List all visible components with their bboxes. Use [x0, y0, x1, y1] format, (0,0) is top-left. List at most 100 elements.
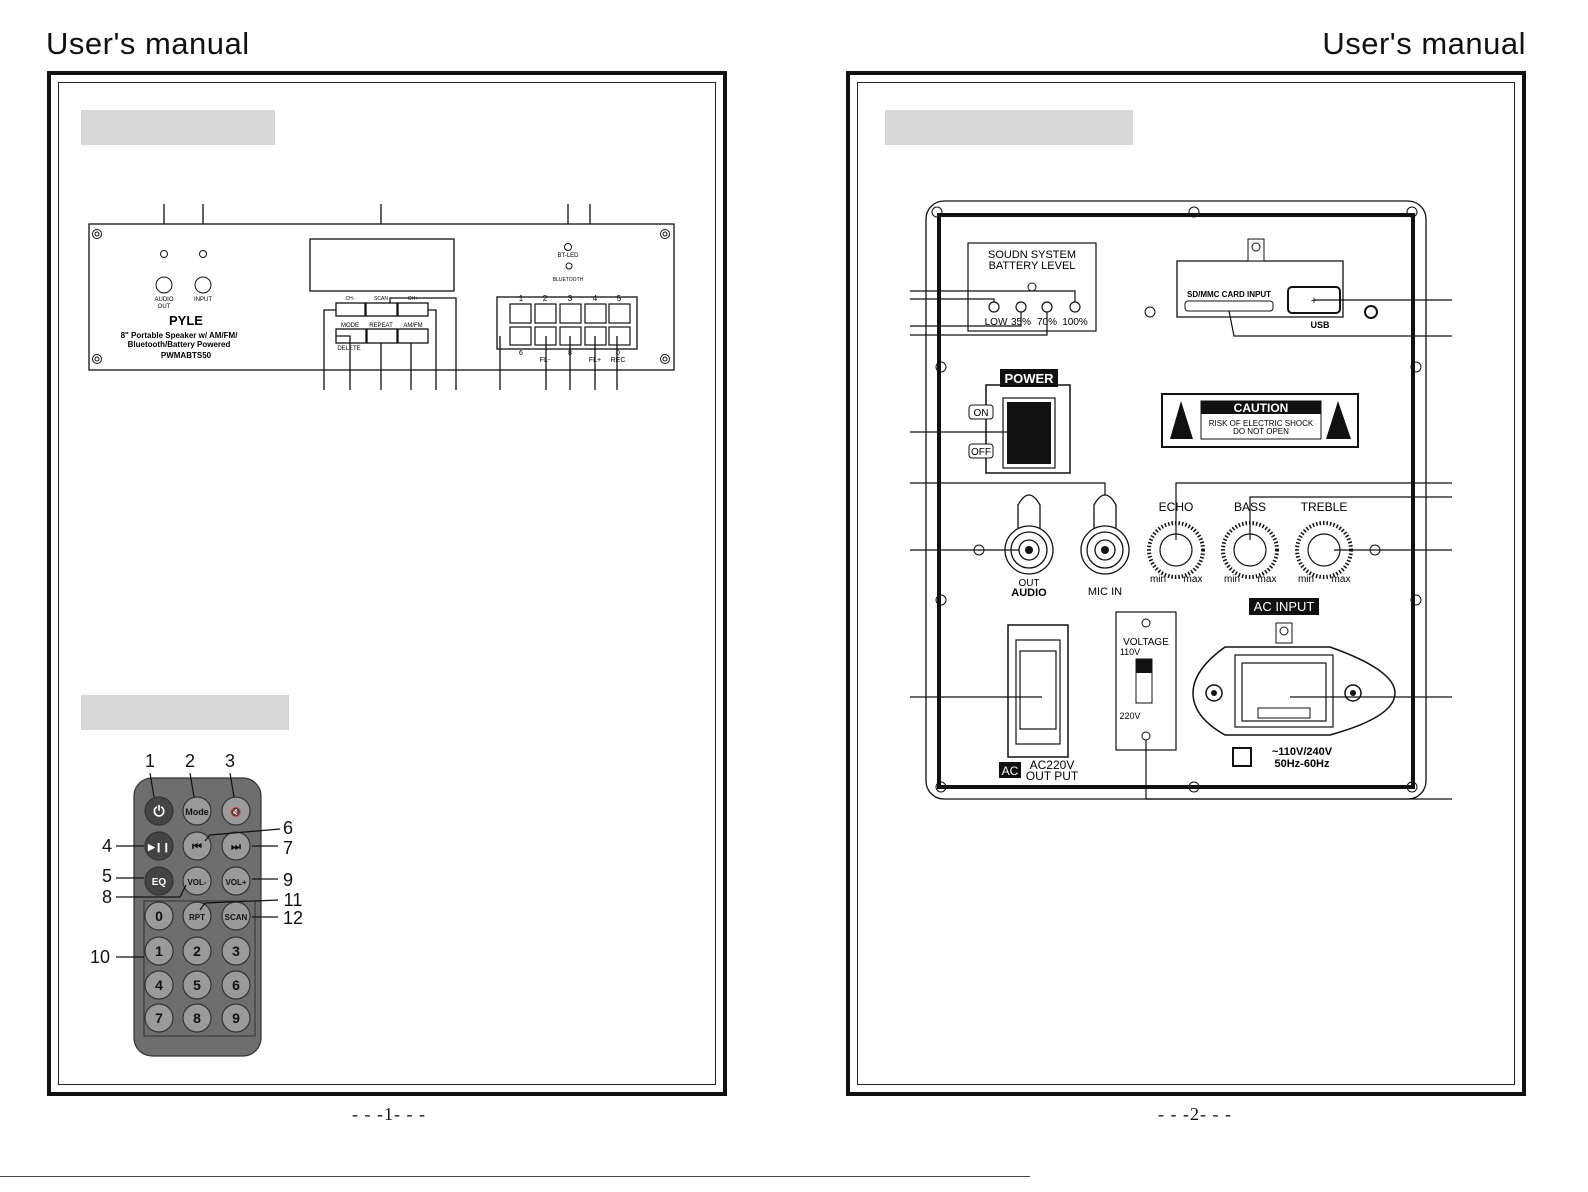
- right-page-header: User's manual: [1322, 26, 1526, 61]
- echo-min: min: [1150, 574, 1166, 585]
- remote-power-glyph: ⏻: [153, 803, 164, 819]
- bottom-edge-line: [0, 1176, 1030, 1177]
- left-page-inner-frame: [58, 82, 716, 1085]
- left-page-header: User's manual: [46, 26, 250, 61]
- right-page-inner-frame: [857, 82, 1515, 1085]
- key-label-8: 8: [568, 350, 572, 357]
- remote-callout-10: 10: [90, 947, 110, 967]
- remote-callout-3: 3: [225, 751, 235, 771]
- model-number: PWMABTS50: [161, 351, 212, 360]
- remote-callout-8: 8: [102, 887, 112, 907]
- battery-title-1: SOUDN SYSTEM: [988, 249, 1076, 261]
- front-panel-diagram: AUDIO OUT INPUT PYLE 8" Portable Speaker…: [88, 204, 675, 390]
- audio-out-label-2: OUT: [158, 304, 171, 310]
- audio-label: AUDIO: [1011, 587, 1047, 599]
- key-num-4: 4: [593, 294, 598, 303]
- key-label-fl-plus: FL+: [589, 357, 601, 364]
- remote-prev-glyph: ⏮: [192, 841, 202, 853]
- remote-digit-6: 6: [232, 977, 240, 993]
- product-line-2: Bluetooth/Battery Powered: [128, 340, 231, 349]
- remote-callout-1: 1: [145, 751, 155, 771]
- sd-card-label: SD/MMC CARD INPUT: [1187, 290, 1271, 299]
- remote-callout-5: 5: [102, 866, 112, 886]
- mode-label: MODE: [341, 323, 359, 329]
- remote-rpt-text: RPT: [189, 913, 205, 922]
- out-label: OUT: [1018, 578, 1039, 589]
- remote-digit-8: 8: [193, 1010, 201, 1026]
- remote-power-button: [144, 796, 174, 826]
- caution-line-1: RISK OF ELECTRIC SHOCK: [1209, 419, 1314, 428]
- input-rating-2: 50Hz-60Hz: [1274, 758, 1330, 770]
- remote-next-button: [221, 831, 251, 861]
- power-switch: [1007, 402, 1051, 464]
- remote-mute-button: [221, 796, 251, 826]
- remote-callout-9: 9: [283, 870, 293, 890]
- remote-digit-1: 1: [155, 943, 163, 959]
- power-label: POWER: [1004, 371, 1054, 386]
- remote-callout-7: 7: [283, 838, 293, 858]
- bt-led-label: BT-LED: [557, 253, 579, 259]
- remote-vol-minus-text: VOL-: [187, 878, 206, 887]
- ac-output-line-2: OUT PUT: [1026, 769, 1079, 783]
- input-rating-1: ~110V/240V: [1272, 746, 1333, 758]
- power-label-bg: [1000, 369, 1058, 387]
- key-num-5: 5: [617, 294, 622, 303]
- remote-digit-7: 7: [155, 1010, 163, 1026]
- rear-panel-section-bar: [885, 110, 1133, 145]
- key-num-2: 2: [543, 294, 548, 303]
- remote-play-glyph: ▶❙❙: [147, 842, 170, 853]
- treble-label: TREBLE: [1301, 500, 1348, 514]
- remote-mute-glyph: 🔇: [230, 806, 241, 817]
- voltage-220: 220V: [1119, 711, 1140, 721]
- remote-0-button: [144, 901, 174, 931]
- key-label-6: 6: [519, 350, 523, 357]
- ch-minus-label: CH-: [346, 296, 355, 302]
- bass-max: max: [1258, 574, 1277, 585]
- voltage-110: 110V: [1120, 647, 1140, 657]
- ac-badge: AC: [1002, 764, 1019, 778]
- mic-in-label: MIC IN: [1088, 586, 1122, 598]
- bluetooth-label: BLUETOOTH: [553, 277, 584, 283]
- amfm-label: AM/FM: [403, 323, 422, 329]
- lcd-display: [309, 238, 455, 292]
- battery-low: LOW: [985, 317, 1008, 328]
- delete-label: DELETE: [337, 346, 360, 352]
- warning-triangle-icon: [1170, 401, 1193, 439]
- remote-callout-4: 4: [102, 836, 112, 856]
- treble-min: min: [1298, 574, 1314, 585]
- remote-section-bar: [81, 695, 289, 730]
- remote-mode-text: Mode: [185, 807, 209, 817]
- key-num-1: 1: [519, 294, 524, 303]
- remote-vol-plus-button: [221, 866, 251, 896]
- remote-digit-9: 9: [232, 1010, 240, 1026]
- remote-vol-minus-button: [182, 866, 212, 896]
- rear-panel-diagram: SOUDN SYSTEM BATTERY LEVEL LOW 35% 70% 1…: [910, 200, 1452, 800]
- right-page-number: - - -2- - -: [1158, 1104, 1232, 1124]
- remote-scan-text: SCAN: [225, 913, 248, 922]
- echo-max: max: [1184, 574, 1203, 585]
- key-num-3: 3: [568, 294, 573, 303]
- remote-control-diagram: ⏻ Mode 🔇 ▶❙❙ ⏮ ⏭ EQ VOL- VOL+ 0 RPT SCAN…: [90, 751, 303, 1057]
- remote-play-button: [144, 831, 174, 861]
- product-line-1: 8" Portable Speaker w/ AM/FM/: [121, 331, 239, 340]
- remote-eq-text: EQ: [152, 877, 167, 888]
- input-label: INPUT: [194, 297, 212, 303]
- key-label-rec: REC: [611, 357, 626, 364]
- ac-input-label: AC INPUT: [1254, 599, 1315, 614]
- on-label: ON: [974, 408, 989, 419]
- remote-callout-11: 11: [284, 890, 303, 910]
- remote-digit-2: 2: [193, 943, 201, 959]
- battery-title-2: BATTERY LEVEL: [989, 260, 1076, 272]
- battery-level-box: [967, 242, 1097, 332]
- key-label-0: 0: [616, 350, 620, 357]
- caution-line-2: DO NOT OPEN: [1233, 427, 1289, 436]
- repeat-label: REPEAT: [369, 323, 393, 329]
- audio-out-label-1: AUDIO: [154, 297, 173, 303]
- remote-digit-3: 3: [232, 943, 240, 959]
- battery-100: 100%: [1062, 317, 1088, 328]
- ac-output-line-1: AC220V: [1030, 758, 1075, 772]
- usb-label: USB: [1310, 320, 1330, 330]
- left-page-frame: [47, 71, 727, 1096]
- voltage-title: VOLTAGE: [1123, 637, 1169, 648]
- remote-mode-button: [182, 796, 212, 826]
